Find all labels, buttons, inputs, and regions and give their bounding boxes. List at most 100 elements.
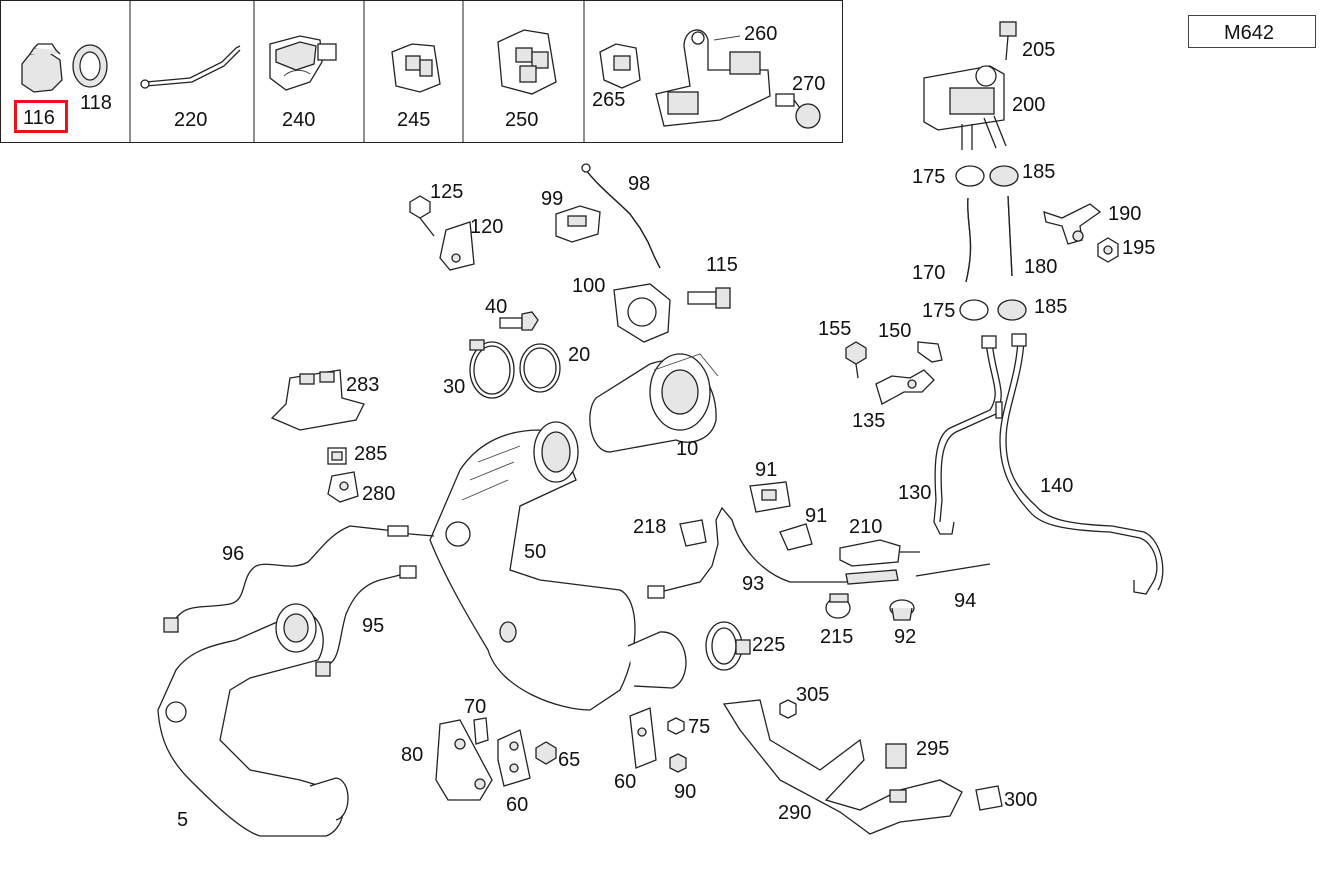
label-10: 10	[676, 438, 698, 460]
label-116: 116	[23, 107, 55, 129]
label-190: 190	[1108, 203, 1141, 225]
pipe-clamp-icon	[955, 165, 1027, 321]
label-5: 5	[177, 809, 188, 831]
label-215: 215	[820, 626, 853, 648]
label-205: 205	[1022, 39, 1055, 61]
label-50: 50	[524, 541, 546, 563]
label-98: 98	[628, 173, 650, 195]
catalytic-converter-icon	[589, 353, 719, 453]
bracket-clip-icon	[629, 707, 657, 769]
label-250: 250	[505, 109, 538, 131]
label-200: 200	[1012, 94, 1045, 116]
pressure-sensor-icon	[923, 65, 1007, 150]
label-175-upper: 175	[912, 166, 945, 188]
plug-screw-icon	[889, 599, 915, 621]
sealing-ring-icon	[613, 283, 671, 343]
model-label: M642	[1224, 22, 1274, 44]
bolt-icon	[667, 717, 685, 735]
label-195: 195	[1122, 237, 1155, 259]
label-75: 75	[688, 716, 710, 738]
pipe-clamp-icon	[469, 339, 515, 399]
bolt-icon	[473, 717, 489, 745]
exhaust-temperature-sensor-icon	[163, 525, 435, 633]
label-185-lower: 185	[1034, 296, 1067, 318]
bolt-icon	[535, 741, 557, 765]
label-60: 60	[614, 771, 636, 793]
bracket-clip-icon	[679, 519, 707, 547]
pipe-clamp-icon	[825, 593, 851, 619]
bracket-clip-icon	[391, 43, 441, 93]
label-218: 218	[633, 516, 666, 538]
cable-tie-icon	[915, 563, 991, 577]
label-155: 155	[818, 318, 851, 340]
label-40: 40	[485, 296, 507, 318]
label-100: 100	[572, 275, 605, 297]
label-280: 280	[362, 483, 395, 505]
holder-clip-icon	[270, 369, 365, 431]
model-box	[1188, 15, 1316, 48]
cable-tie-icon	[140, 45, 241, 89]
highlight-box-116	[14, 100, 68, 133]
bolt-icon	[845, 341, 867, 379]
label-94: 94	[954, 590, 976, 612]
exhaust-temperature-sensor-icon	[581, 163, 661, 269]
bolt-icon	[999, 21, 1017, 61]
label-130: 130	[898, 482, 931, 504]
label-120: 120	[470, 216, 503, 238]
label-90: 90	[674, 781, 696, 803]
bracket-clip-icon	[599, 43, 641, 89]
label-305: 305	[796, 684, 829, 706]
label-135: 135	[852, 410, 885, 432]
label-170: 170	[912, 262, 945, 284]
bolt-icon	[775, 93, 821, 129]
label-91-upper: 91	[755, 459, 777, 481]
inset-panel	[0, 0, 843, 143]
label-140: 140	[1040, 475, 1073, 497]
bracket-clip-icon	[975, 785, 1003, 811]
bracket-clip-icon	[327, 471, 359, 503]
label-60-lower: 60	[506, 794, 528, 816]
bracket-clip-icon	[779, 523, 813, 551]
sealing-ring-icon	[519, 343, 561, 393]
holder-clip-icon	[655, 29, 771, 127]
bracket-clip-icon	[435, 719, 493, 801]
label-150: 150	[878, 320, 911, 342]
label-125: 125	[430, 181, 463, 203]
bracket-clip-icon	[439, 221, 475, 271]
label-283: 283	[346, 374, 379, 396]
pipe-clamp-icon	[705, 621, 751, 671]
label-240: 240	[282, 109, 315, 131]
label-65: 65	[558, 749, 580, 771]
label-265: 265	[592, 89, 625, 111]
label-80: 80	[401, 744, 423, 766]
label-70: 70	[464, 696, 486, 718]
label-91-lower: 91	[805, 505, 827, 527]
exhaust-temperature-sensor-icon	[315, 565, 417, 677]
bolt-icon	[1097, 237, 1119, 263]
bolt-icon	[669, 753, 687, 773]
bracket-clip-icon	[497, 729, 531, 787]
holder-clip-icon	[839, 539, 920, 567]
plug-screw-icon	[687, 287, 731, 309]
sealing-ring-icon	[72, 44, 108, 88]
holder-clip-icon	[1043, 203, 1102, 245]
label-185-upper: 185	[1022, 161, 1055, 183]
bolt-icon	[779, 699, 797, 719]
label-180: 180	[1024, 256, 1057, 278]
bolt-icon	[499, 311, 539, 331]
label-118: 118	[80, 92, 112, 114]
label-93: 93	[742, 573, 764, 595]
line-icon	[933, 333, 1164, 595]
holder-clip-icon	[269, 35, 337, 91]
label-99: 99	[541, 188, 563, 210]
label-210: 210	[849, 516, 882, 538]
bracket-clip-icon	[555, 205, 601, 243]
hose-icon	[965, 195, 1013, 283]
label-20: 20	[568, 344, 590, 366]
label-245: 245	[397, 109, 430, 131]
label-115: 115	[706, 254, 738, 276]
bracket-clip-icon	[327, 447, 347, 465]
label-95: 95	[362, 615, 384, 637]
label-92: 92	[894, 626, 916, 648]
